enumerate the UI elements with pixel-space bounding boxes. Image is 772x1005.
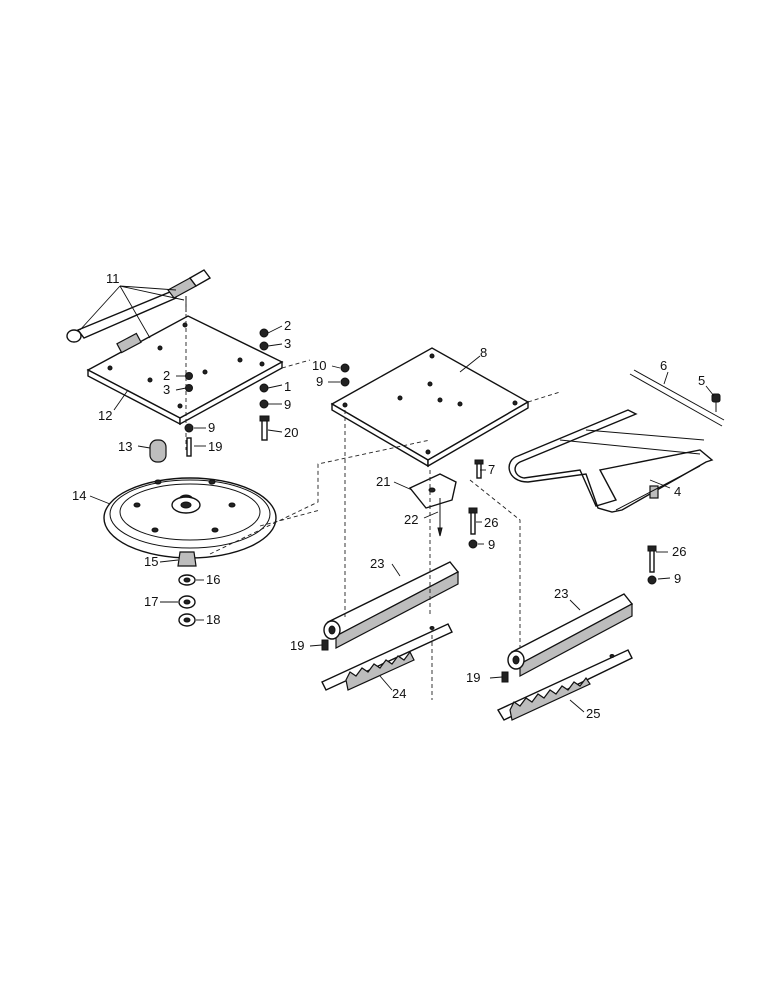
callout-9e: 9 — [674, 571, 681, 586]
callout-6: 6 — [660, 358, 667, 373]
callout-18: 18 — [206, 612, 220, 627]
callout-13: 13 — [118, 439, 132, 454]
callout-22: 22 — [404, 512, 418, 527]
callout-19a: 19 — [208, 439, 222, 454]
callout-26a: 26 — [484, 515, 498, 530]
callout-5: 5 — [698, 373, 705, 388]
callout-14: 14 — [72, 488, 86, 503]
callout-1: 1 — [284, 379, 291, 394]
part-5-screw — [711, 393, 721, 412]
callout-12: 12 — [98, 408, 112, 423]
callout-9c: 9 — [316, 374, 323, 389]
part-25-rack — [496, 649, 633, 721]
part-8-plate — [330, 347, 530, 468]
part-24-rack — [321, 623, 453, 691]
part-23-rail-left — [323, 561, 460, 649]
callout-2a: 2 — [284, 318, 291, 333]
part-4-frame — [508, 409, 714, 513]
callout-9d: 9 — [488, 537, 495, 552]
callout-10: 10 — [312, 358, 326, 373]
callout-19c: 19 — [466, 670, 480, 685]
callout-21: 21 — [376, 474, 390, 489]
callout-9a: 9 — [284, 397, 291, 412]
part-11-lever — [66, 269, 212, 343]
callout-4: 4 — [674, 484, 681, 499]
callout-23b: 23 — [554, 586, 568, 601]
callout-15: 15 — [144, 554, 158, 569]
part-14-disc — [103, 477, 277, 559]
callout-2b: 2 — [163, 368, 170, 383]
callout-labels: 11 2 3 1 9 20 2 3 12 9 19 13 14 15 16 17… — [72, 271, 705, 721]
callout-20: 20 — [284, 425, 298, 440]
callout-3b: 3 — [163, 382, 170, 397]
callout-11: 11 — [106, 271, 120, 286]
callout-16: 16 — [206, 572, 220, 587]
callout-24: 24 — [392, 686, 406, 701]
callout-25: 25 — [586, 706, 600, 721]
part-12-plate — [86, 315, 284, 426]
left-hardware-column — [184, 328, 270, 457]
callout-17: 17 — [144, 594, 158, 609]
callout-9b: 9 — [208, 420, 215, 435]
part-13-knob — [149, 439, 167, 463]
disc-hardware-stack — [177, 551, 197, 627]
rail-bolts — [321, 507, 657, 683]
part-6-rod — [629, 369, 725, 427]
callout-19b: 19 — [290, 638, 304, 653]
assembly-lines — [185, 300, 561, 700]
callout-7: 7 — [488, 462, 495, 477]
leader-lines — [79, 285, 715, 713]
part-23-rail-right — [507, 593, 634, 678]
callout-26b: 26 — [672, 544, 686, 559]
callout-23a: 23 — [370, 556, 384, 571]
callout-3a: 3 — [284, 336, 291, 351]
callout-8: 8 — [480, 345, 487, 360]
